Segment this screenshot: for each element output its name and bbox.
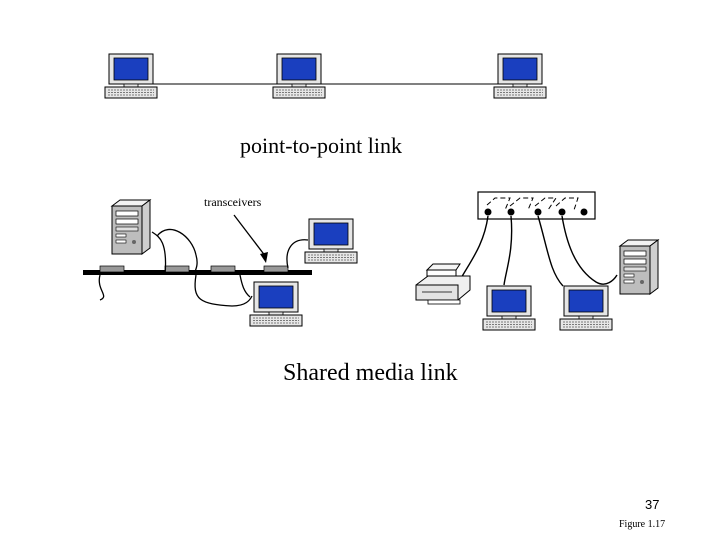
tower-server-icon [111, 199, 151, 255]
page-number: 37 [645, 497, 660, 512]
computer-icon [104, 53, 158, 99]
computer-icon [304, 218, 358, 264]
hub-icon [477, 191, 596, 220]
tower-server-icon [619, 239, 659, 295]
transceiver-arrow [260, 252, 268, 263]
computer-icon [559, 285, 613, 331]
figure-label: Figure 1.17 [619, 519, 666, 530]
shared-media-caption: Shared media link [283, 360, 458, 386]
point-to-point-caption: point-to-point link [240, 133, 402, 158]
transceiver-icon [99, 265, 289, 273]
computer-icon [249, 281, 303, 327]
printer-icon [415, 263, 471, 305]
transceivers-label: transceivers [204, 195, 262, 209]
hub-cables [459, 215, 618, 287]
computer-icon [493, 53, 547, 99]
drop-cables [98, 214, 309, 307]
computer-icon [272, 53, 326, 99]
computer-icon [482, 285, 536, 331]
shared-bus-cable [83, 270, 312, 275]
